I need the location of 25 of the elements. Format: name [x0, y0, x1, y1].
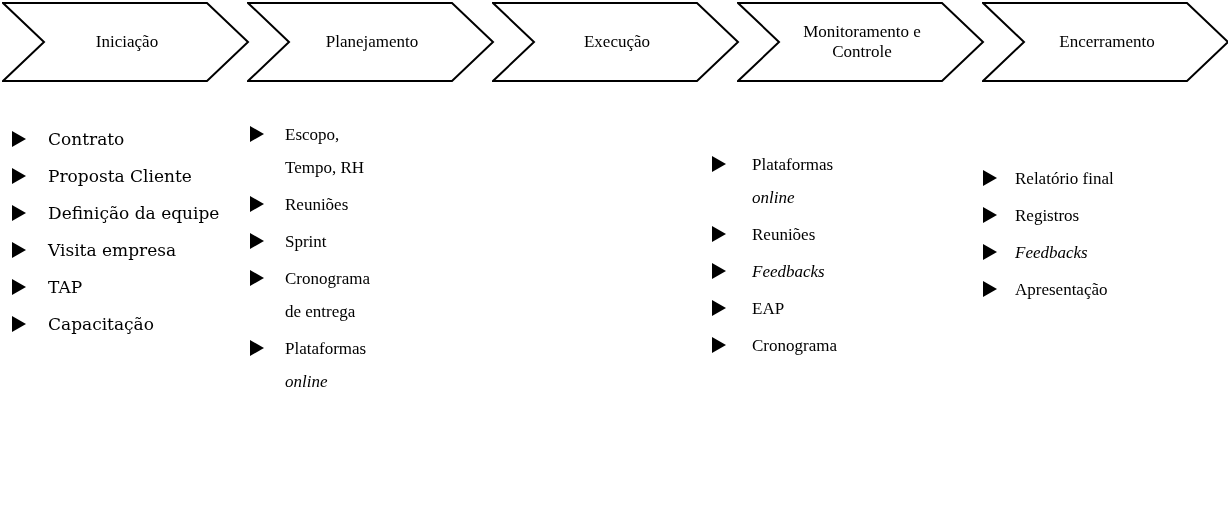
list-item-text: Apresentação	[1015, 279, 1109, 301]
list-item-text: Capacitação	[48, 313, 155, 336]
list-item-text: Relatório final	[1015, 168, 1115, 190]
list-item-text: EAP	[752, 298, 786, 320]
list-item-text: Plataformas online	[752, 154, 835, 209]
phase-label: Monitoramento e Controle	[802, 22, 922, 62]
list-item-text: Feedbacks	[752, 261, 826, 283]
list-item-text: Contrato	[48, 128, 126, 151]
phase-label: Planejamento	[325, 32, 419, 52]
list-item-text: Visita empresa	[48, 239, 178, 262]
list-item-text: Sprint	[285, 231, 328, 253]
phase-label: Iniciação	[95, 32, 159, 52]
list-item-text: Cronograma	[752, 335, 838, 357]
list-item-text: Proposta Cliente	[48, 165, 193, 188]
list-item-text: Registros	[1015, 205, 1081, 227]
list-item-text: Definição da equipe	[48, 202, 220, 225]
list-item-text: Reuniões	[285, 194, 350, 216]
list-item-text: Reuniões	[752, 224, 817, 246]
list-item-text: TAP	[48, 276, 84, 299]
phase-label: Encerramento	[1059, 32, 1155, 52]
list-item-text: Feedbacks	[1015, 242, 1089, 264]
list-item-text: Cronograma de entrega	[285, 268, 371, 323]
list-item-text: Escopo, Tempo, RH	[285, 124, 366, 179]
phase-label: Execução	[583, 32, 651, 52]
list-item-text: Plataformas online	[285, 338, 368, 393]
